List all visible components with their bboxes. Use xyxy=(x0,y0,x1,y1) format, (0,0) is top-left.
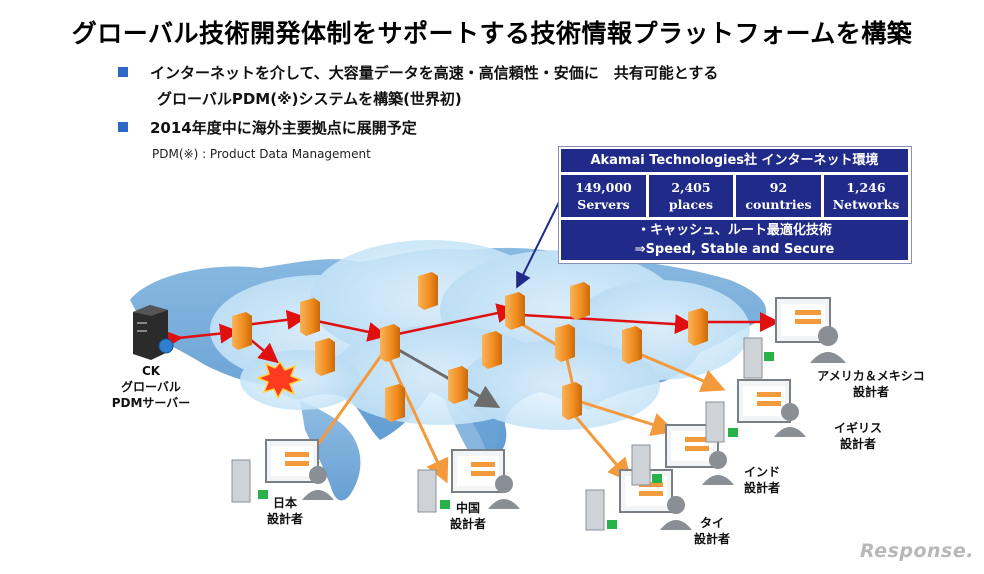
page-title: グローバル技術開発体制をサポートする技術情報プラットフォームを構築 xyxy=(71,19,913,48)
edge-server-icon xyxy=(300,298,320,336)
akamai-tech-line2: ⇒Speed, Stable and Secure xyxy=(634,242,835,257)
red-route-2 xyxy=(311,318,388,342)
stat-label: Servers xyxy=(577,197,630,212)
workstation-thai xyxy=(585,469,692,531)
label-line: 設計者 xyxy=(449,517,486,531)
response-logo: Response. xyxy=(860,540,974,562)
label-india: インド 設計者 xyxy=(732,464,792,496)
label-line: 設計者 xyxy=(839,437,876,451)
workstation-uk xyxy=(705,379,806,443)
label-americas: アメリカ＆メキシコ 設計者 xyxy=(806,368,936,400)
workstation-china xyxy=(417,449,520,513)
label-line: 設計者 xyxy=(743,481,780,495)
akamai-title: Akamai Technologies社 インターネット環境 xyxy=(561,149,908,172)
bullet-text-1b: グローバルPDM(※)システムを構築(世界初) xyxy=(157,90,462,108)
route-to-thai xyxy=(568,409,632,483)
label-line: 設計者 xyxy=(693,532,730,546)
akamai-stat-places: 2,405 places xyxy=(649,175,733,217)
bullet-square-icon xyxy=(118,67,128,77)
edge-server-icon xyxy=(570,282,590,320)
akamai-stat-servers: 149,000 Servers xyxy=(561,175,646,217)
failure-burst-icon xyxy=(255,360,304,400)
stat-value: 2,405 xyxy=(671,180,711,195)
red-routes xyxy=(162,303,780,364)
edge-server-icon xyxy=(315,338,335,376)
akamai-pointer xyxy=(516,199,561,289)
stat-value: 1,246 xyxy=(846,180,886,195)
akamai-info-box: Akamai Technologies社 インターネット環境 149,000 S… xyxy=(558,146,912,264)
bullet-1: インターネットを介して、大容量データを高速・高信頼性・安価に 共有可能とする xyxy=(118,62,718,83)
akamai-stat-networks: 1,246 Networks xyxy=(824,175,908,217)
red-route-3 xyxy=(392,303,517,337)
edge-server-icon xyxy=(232,312,252,350)
workstation-japan xyxy=(231,439,334,503)
label-line: グローバル xyxy=(121,380,181,394)
label-line: タイ xyxy=(699,516,724,530)
stat-label: Networks xyxy=(832,197,900,212)
edge-server-icon xyxy=(482,331,502,369)
pdm-note: PDM(※) : Product Data Management xyxy=(152,147,371,161)
label-line: インド xyxy=(743,465,780,479)
label-line: 中国 xyxy=(455,501,480,515)
bullet-text-1: インターネットを介して、大容量データを高速・高信頼性・安価に 共有可能とする xyxy=(150,64,719,82)
label-line: 日本 xyxy=(272,496,297,510)
red-route-4 xyxy=(521,313,695,335)
route-to-india xyxy=(574,398,676,437)
label-thai: タイ 設計者 xyxy=(684,515,740,547)
label-line: 設計者 xyxy=(852,385,889,399)
label-line: イギリス xyxy=(833,421,882,435)
edge-servers xyxy=(232,272,708,422)
pdm-server-icon xyxy=(133,305,174,360)
stat-value: 92 xyxy=(769,180,788,195)
akamai-stat-countries: 92 countries xyxy=(736,175,821,217)
edge-server-icon xyxy=(562,382,582,420)
route-to-uk xyxy=(629,348,726,393)
akamai-tech: ・キャッシュ、ルート最適化技術 ⇒Speed, Stable and Secur… xyxy=(561,220,908,260)
edge-server-icon xyxy=(688,308,708,346)
red-route-server xyxy=(162,323,240,350)
label-line: PDMサーバー xyxy=(111,396,191,410)
edge-server-icon xyxy=(622,326,642,364)
edge-server-icon xyxy=(380,324,400,362)
edge-server-icon xyxy=(555,324,575,362)
bullet-text-2: 2014年度中に海外主要拠点に展開予定 xyxy=(150,119,417,137)
label-line: 設計者 xyxy=(266,512,303,526)
stat-value: 149,000 xyxy=(575,180,632,195)
bullet-square-icon xyxy=(118,122,128,132)
stat-label: places xyxy=(668,197,714,212)
label-japan: 日本 設計者 xyxy=(257,495,313,527)
workstation-americas xyxy=(743,297,846,379)
gray-route xyxy=(389,343,501,408)
edge-server-icon xyxy=(385,384,405,422)
edge-server-icon xyxy=(505,292,525,330)
edge-server-icon xyxy=(448,366,468,404)
stat-label: countries xyxy=(745,197,812,212)
label-uk: イギリス 設計者 xyxy=(828,420,888,452)
route-to-china xyxy=(388,359,449,484)
label-china: 中国 設計者 xyxy=(440,500,496,532)
edge-server-icon xyxy=(418,272,438,310)
red-route-1 xyxy=(244,309,307,330)
akamai-tech-line1: ・キャッシュ、ルート最適化技術 xyxy=(637,223,832,238)
label-line: アメリカ＆メキシコ xyxy=(817,369,925,383)
bullet-1-cont: グローバルPDM(※)システムを構築(世界初) xyxy=(157,88,462,109)
pdm-server-label: CK グローバル PDMサーバー xyxy=(96,363,206,411)
label-line: CK xyxy=(141,364,161,378)
bullet-2: 2014年度中に海外主要拠点に展開予定 xyxy=(118,117,417,138)
